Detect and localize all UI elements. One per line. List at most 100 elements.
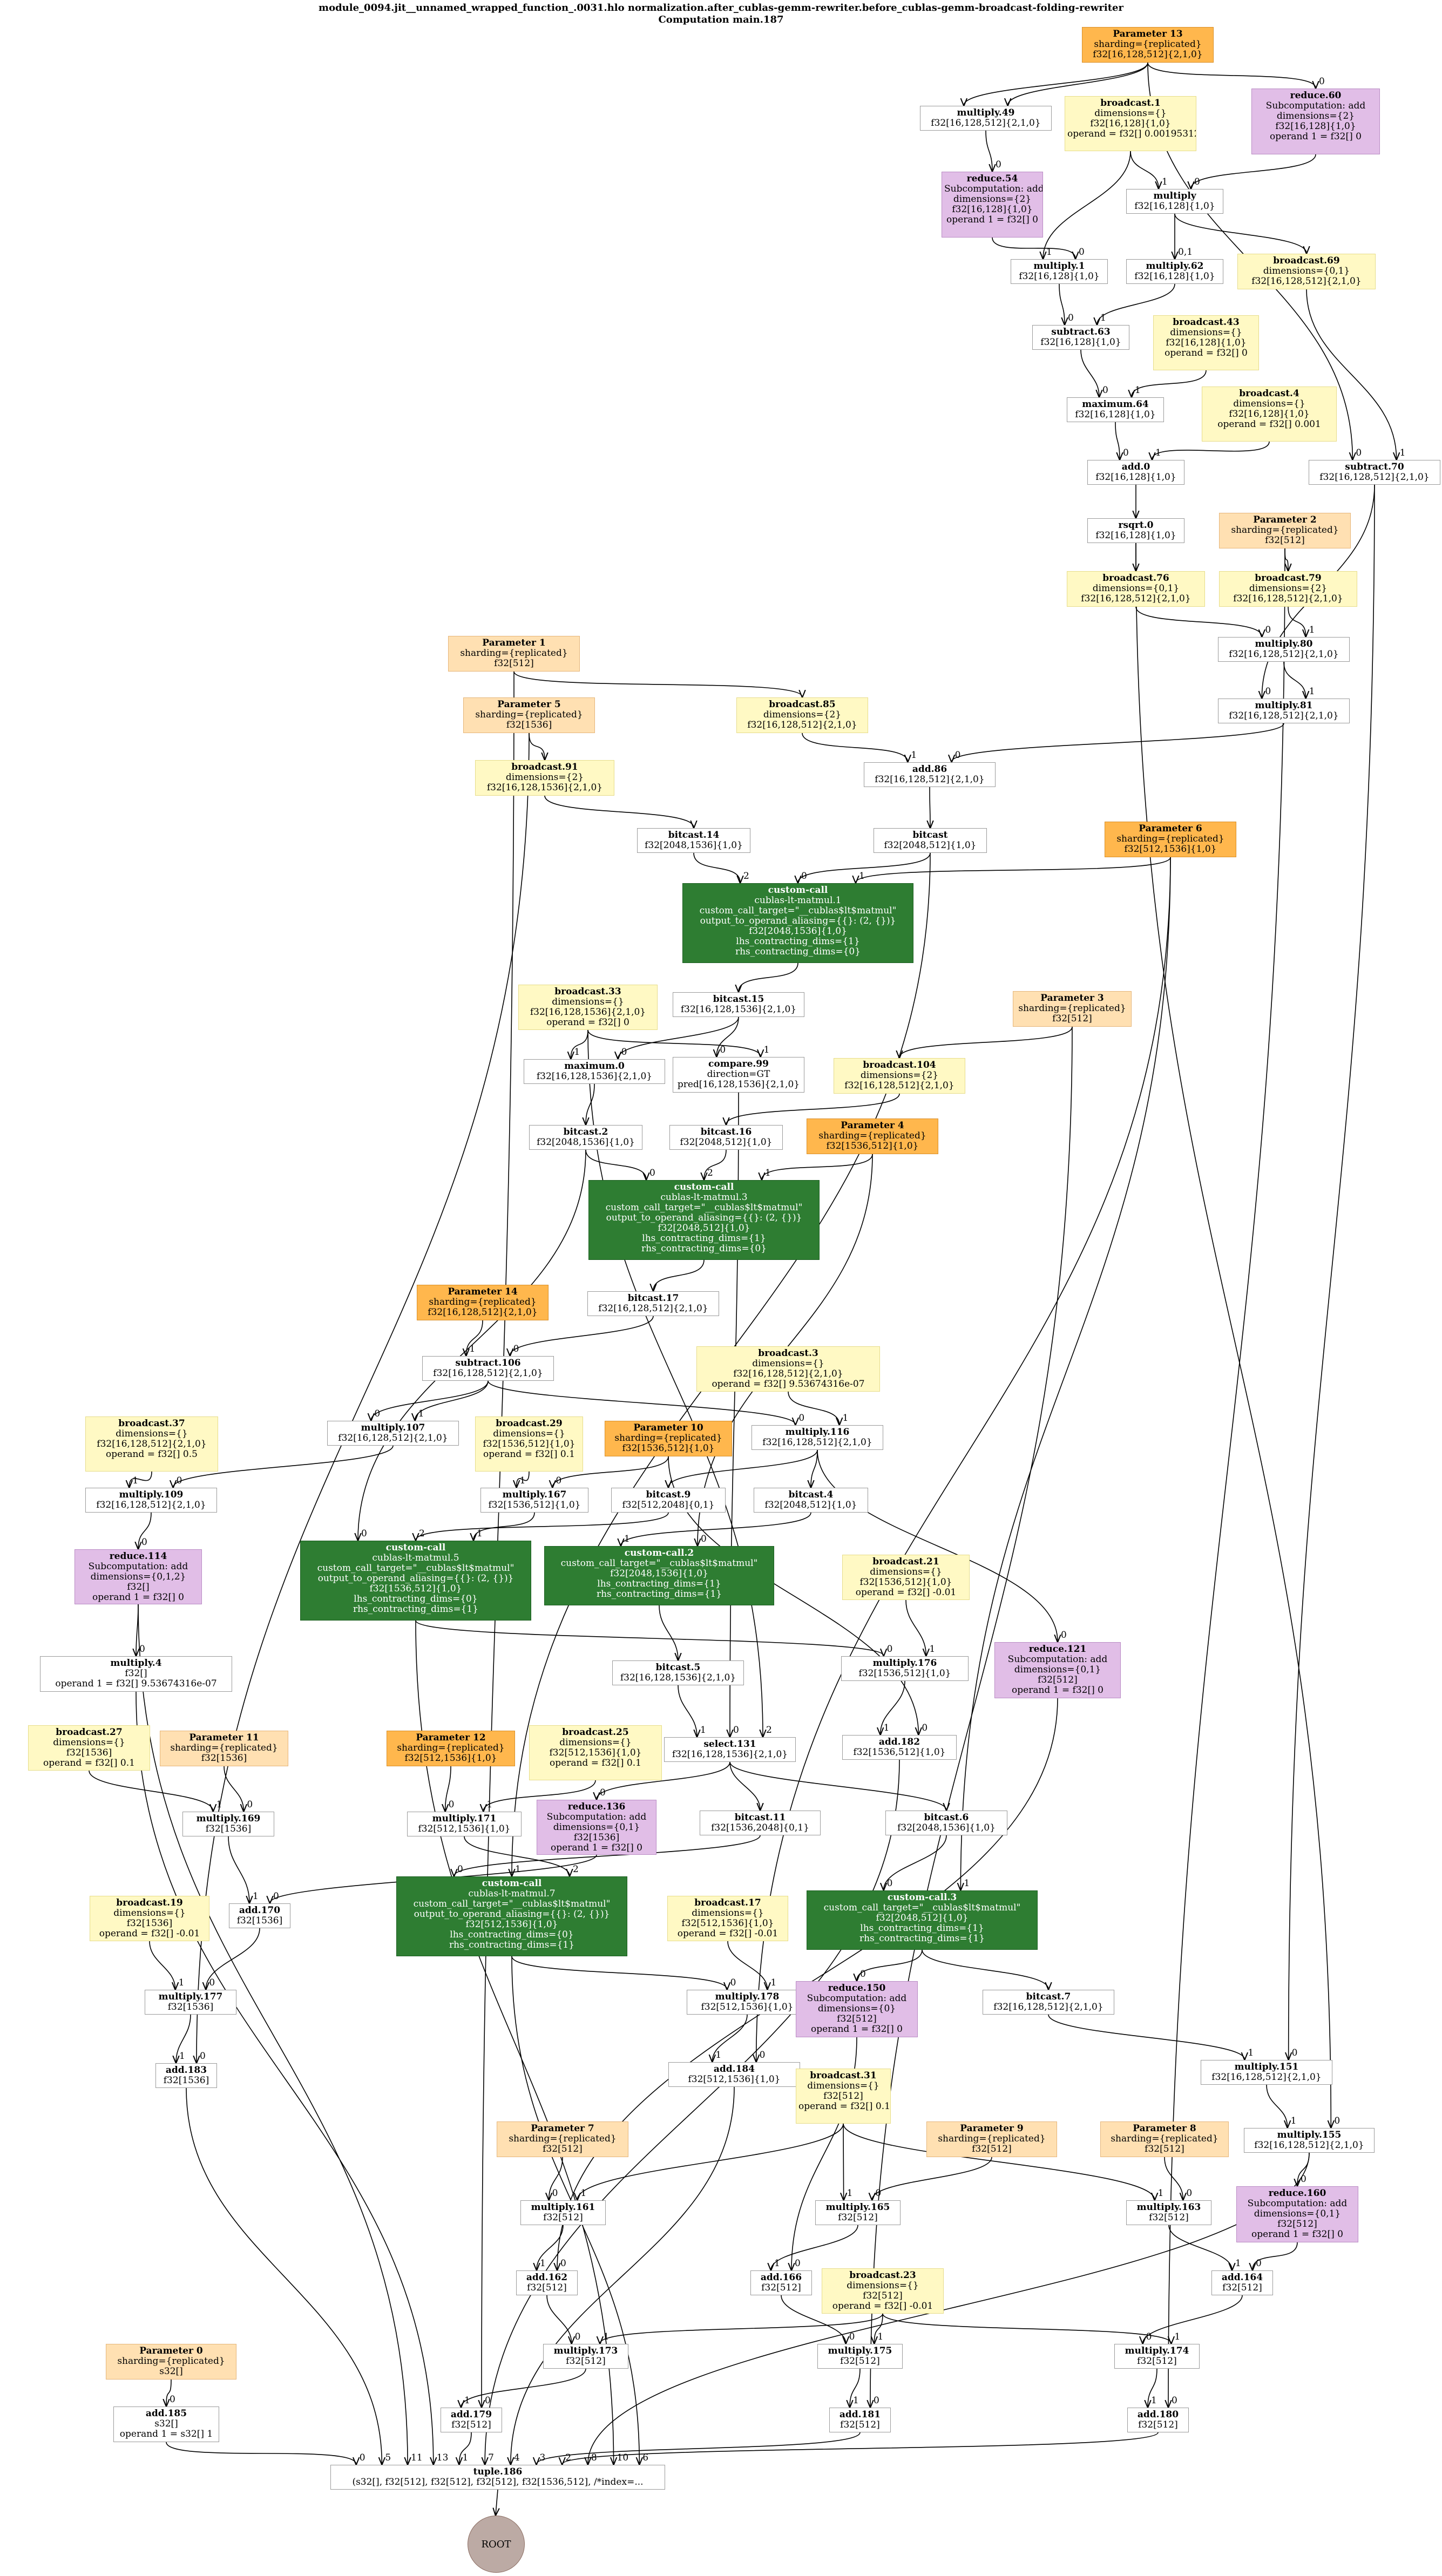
- root-node[interactable]: ROOT: [468, 2516, 525, 2573]
- node-tuple186[interactable]: tuple.186(s32[], f32[512], f32[512], f32…: [330, 2465, 665, 2490]
